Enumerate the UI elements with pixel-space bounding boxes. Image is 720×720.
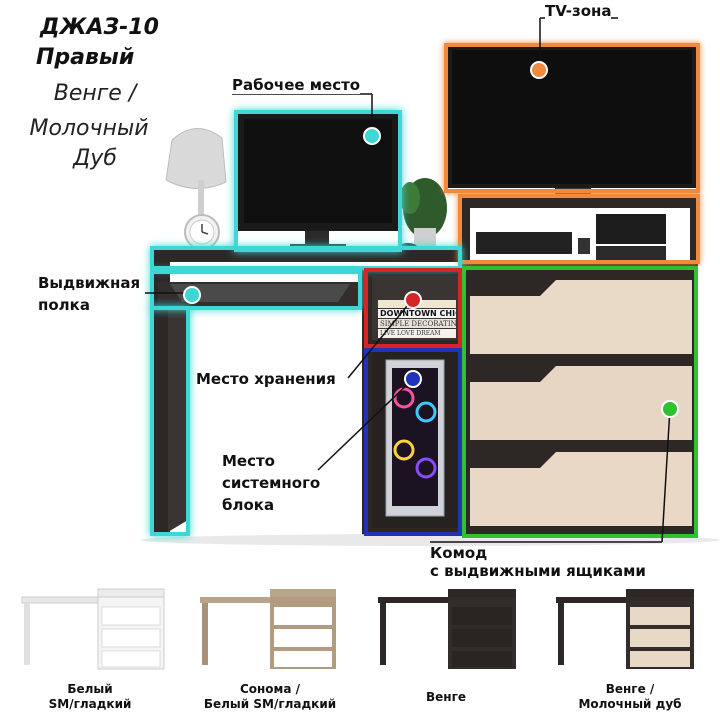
- storage-marker: [404, 291, 422, 309]
- sysunit-label-3: блока: [222, 496, 275, 514]
- pullout-label-1: Выдвижная: [38, 274, 141, 292]
- leg-outline: [150, 306, 190, 536]
- dresser-label-2: с выдвижными ящиками: [430, 562, 646, 580]
- variant-label-sonoma-1: Сонома /: [239, 682, 301, 696]
- workplace-outline: [234, 110, 402, 252]
- sysunit-outline: [364, 348, 462, 536]
- tv-zone-outline: [444, 43, 700, 193]
- dresser-label-1: Комод: [430, 544, 488, 562]
- workplace-label: Рабочее место: [232, 76, 361, 94]
- tv-zone-marker: [530, 61, 548, 79]
- variant-thumb-wenge: [378, 589, 516, 669]
- plant: [400, 178, 447, 246]
- variant-thumb-wenge-milk-oak: [556, 589, 694, 669]
- pullout-label-2: полка: [38, 296, 90, 314]
- book-spine-1: DOWNTOWN CHIC: [380, 309, 456, 318]
- alarm-clock: [184, 214, 220, 250]
- variant-label-sonoma-2: Белый SM/гладкий: [203, 697, 337, 711]
- variant-thumbnails: [21, 588, 694, 670]
- dresser-marker: [661, 400, 679, 418]
- color-line-3: Дуб: [73, 146, 117, 171]
- sysunit-label-2: системного: [222, 474, 321, 492]
- tv-zone-label: TV-зона: [545, 2, 612, 20]
- sysunit-label-1: Место: [222, 452, 275, 470]
- pullout-marker: [183, 286, 201, 304]
- workplace-marker: [363, 127, 381, 145]
- color-line-1: Венге /: [53, 81, 137, 106]
- storage-outline: [364, 268, 462, 348]
- variant-label-wenge: Венге: [426, 690, 466, 704]
- color-line-2: Молочный: [29, 116, 149, 141]
- desktop-outline: [150, 246, 462, 270]
- dresser-outline: [462, 266, 698, 538]
- storage-label: Место хранения: [196, 370, 336, 388]
- book-spine-3: LIVE LOVE DREAM: [380, 330, 441, 337]
- book-spine-2: SIMPLE DECORATING: [380, 320, 456, 328]
- variant-thumb-white: [21, 588, 165, 670]
- tv-shelf-outline: [458, 194, 700, 264]
- sysunit-marker: [404, 370, 422, 388]
- model-title: ДЖАЗ-10: [40, 15, 159, 40]
- variant-label-white-2: SM/гладкий: [48, 697, 132, 711]
- variant-thumb-sonoma-white: [200, 589, 336, 669]
- pullout-outline: [150, 270, 362, 310]
- variant-label-white-1: Белый: [67, 682, 113, 696]
- side-title: Правый: [36, 45, 135, 70]
- desk-lamp: [165, 128, 227, 228]
- variant-label-wenge-oak-2: Молочный дуб: [578, 697, 682, 711]
- variant-label-wenge-oak-1: Венге /: [605, 682, 655, 696]
